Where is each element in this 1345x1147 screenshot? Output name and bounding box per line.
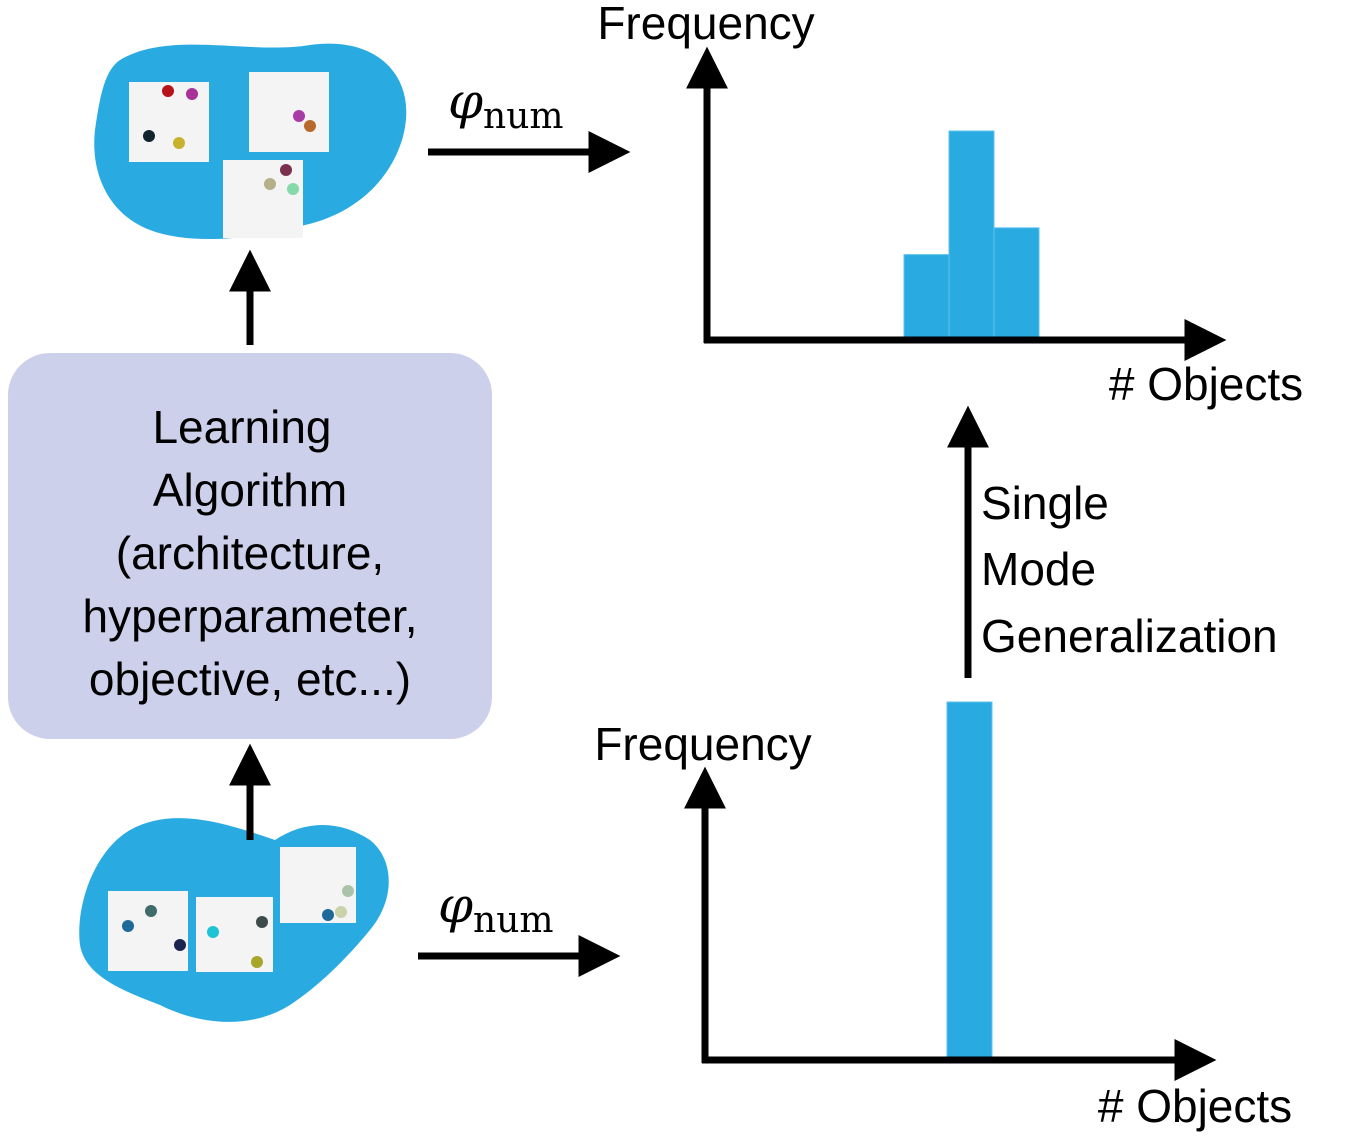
object-dot [256, 916, 268, 928]
object-dot [304, 120, 316, 132]
algorithm-line-5: objective, etc...) [89, 653, 411, 705]
algorithm-line-3: (architecture, [116, 527, 384, 579]
object-dot [293, 110, 305, 122]
generalization-line-2: Mode [981, 543, 1096, 595]
learning-algorithm-box: Learning Algorithm (architecture, hyperp… [8, 353, 492, 739]
training-image-2 [196, 897, 273, 972]
object-dot [122, 920, 134, 932]
generated-samples-cluster [94, 43, 407, 240]
generated-image-1 [129, 82, 209, 162]
top-phi-label: φnum [448, 72, 564, 137]
top-phi-num-mapping: φnum [428, 72, 631, 173]
generated-histogram: Frequency # Objects [597, 0, 1303, 410]
algorithm-line-4: hyperparameter, [83, 590, 418, 642]
algorithm-line-2: Algorithm [153, 464, 347, 516]
object-dot [322, 909, 334, 921]
top-x-axis-label: # Objects [1109, 358, 1303, 410]
image-tile [249, 72, 329, 152]
top-y-axis-label: Frequency [597, 0, 814, 49]
bottom-y-axis-label: Frequency [594, 718, 811, 770]
histogram-bar [946, 701, 993, 1058]
generalization-line-3: Generalization [981, 610, 1278, 662]
object-dot [335, 906, 347, 918]
object-dot [162, 85, 174, 97]
training-samples-cluster [79, 818, 389, 1022]
bottom-phi-label: φnum [438, 876, 554, 941]
object-dot [280, 164, 292, 176]
algorithm-line-1: Learning [152, 401, 331, 453]
bottom-x-axis-label: # Objects [1098, 1080, 1292, 1132]
training-histogram: Frequency # Objects [594, 701, 1292, 1132]
object-dot [186, 88, 198, 100]
training-image-1 [108, 891, 188, 971]
object-dot [251, 956, 263, 968]
generated-image-2 [249, 72, 329, 152]
object-dot [207, 926, 219, 938]
object-dot [173, 137, 185, 149]
image-tile [108, 891, 188, 971]
algorithm-box-background [8, 353, 492, 739]
bottom-phi-num-mapping: φnum [418, 876, 621, 977]
object-dot [174, 939, 186, 951]
object-dot [143, 130, 155, 142]
object-dot [287, 183, 299, 195]
histogram-bar [903, 254, 950, 338]
histogram-bar [948, 130, 995, 338]
generated-image-3 [223, 160, 303, 238]
object-dot [145, 905, 157, 917]
single-mode-generalization: Single Mode Generalization [947, 405, 1278, 678]
object-dot [342, 885, 354, 897]
histogram-bar [993, 227, 1040, 338]
generalization-line-1: Single [981, 477, 1109, 529]
training-image-3 [280, 847, 356, 923]
object-dot [264, 178, 276, 190]
